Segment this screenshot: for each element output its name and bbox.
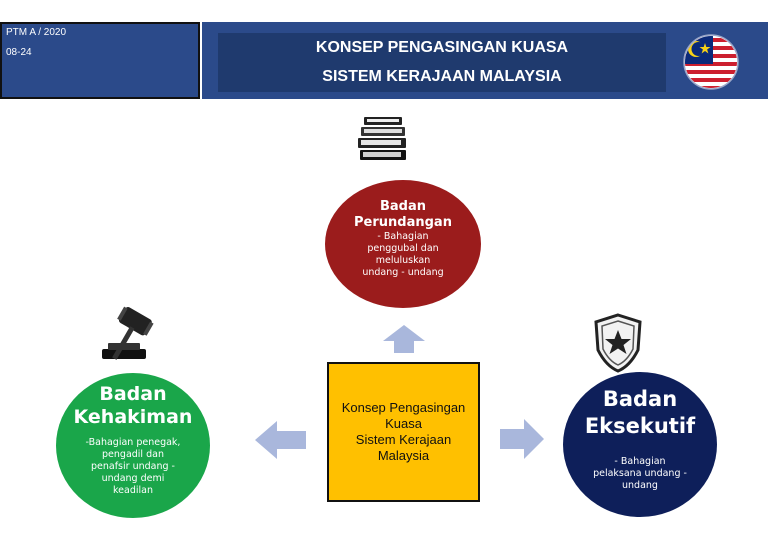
kehakiman-desc-5: keadilan xyxy=(113,485,153,496)
kehakiman-title-2: Kehakiman xyxy=(73,406,193,428)
eksekutif-desc-1: - Bahagian xyxy=(614,456,666,467)
page-title: KONSEP PENGASINGAN KUASA SISTEM KERAJAAN… xyxy=(218,33,666,92)
books-icon xyxy=(358,117,406,160)
perundangan-desc-1: - Bahagian xyxy=(377,231,429,242)
center-concept-box: Konsep Pengasingan Kuasa Sistem Kerajaan… xyxy=(327,362,480,502)
kehakiman-desc-4: undang demi xyxy=(101,473,165,484)
page-number: 08-24 xyxy=(6,47,32,58)
course-code: PTM A / 2020 xyxy=(6,27,67,38)
header-info-box: PTM A / 2020 08-24 xyxy=(0,22,200,99)
center-line-1: Konsep Pengasingan xyxy=(341,400,466,415)
node-kehakiman: Badan Kehakiman -Bahagian penegak, penga… xyxy=(56,373,210,518)
perundangan-title-1: Badan xyxy=(379,199,426,214)
center-line-4: Malaysia xyxy=(377,448,430,463)
kehakiman-desc-1: -Bahagian penegak, xyxy=(85,437,181,448)
node-perundangan: Badan Perundangan - Bahagian penggubal d… xyxy=(325,180,481,308)
title-line-1: KONSEP PENGASINGAN KUASA xyxy=(315,39,569,56)
perundangan-title-2: Perundangan xyxy=(354,215,452,230)
perundangan-desc-3: meluluskan xyxy=(375,255,431,266)
kehakiman-title-1: Badan xyxy=(99,383,167,405)
malaysia-flag-icon xyxy=(683,34,739,90)
kehakiman-desc-3: penafsir undang - xyxy=(91,461,175,472)
eksekutif-title-2: Eksekutif xyxy=(584,414,696,438)
arrow-up xyxy=(383,325,425,353)
eksekutif-desc-3: undang xyxy=(622,480,658,491)
center-line-3: Sistem Kerajaan xyxy=(355,432,452,447)
eksekutif-title-1: Badan xyxy=(602,387,678,411)
perundangan-desc-2: penggubal dan xyxy=(367,243,439,254)
kehakiman-desc-2: pengadil dan xyxy=(102,449,164,460)
perundangan-desc-4: undang - undang xyxy=(362,267,444,278)
center-line-2: Kuasa xyxy=(385,416,422,431)
police-badge-icon xyxy=(594,313,642,373)
arrow-right xyxy=(500,419,544,459)
arrow-left xyxy=(255,421,306,459)
node-eksekutif: Badan Eksekutif - Bahagian pelaksana und… xyxy=(563,372,717,517)
gavel-icon xyxy=(102,306,154,360)
eksekutif-desc-2: pelaksana undang - xyxy=(593,468,687,479)
title-line-2: SISTEM KERAJAAN MALAYSIA xyxy=(322,68,562,85)
